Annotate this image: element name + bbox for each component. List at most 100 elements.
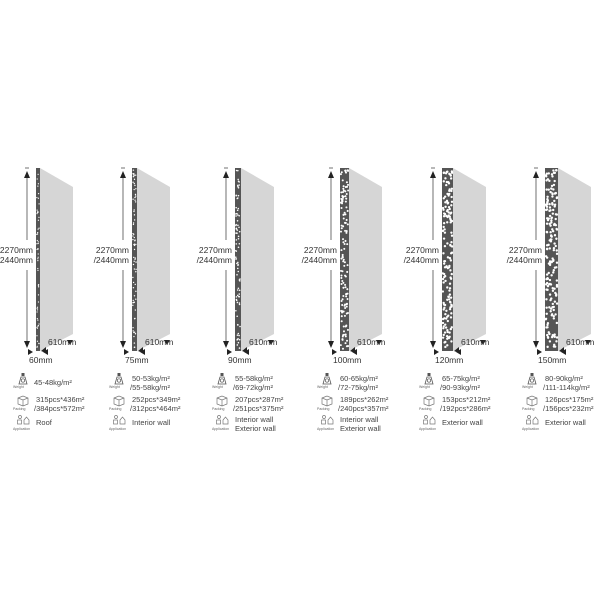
core-pore — [132, 327, 134, 329]
application-caption: Application — [317, 427, 335, 431]
core-pore — [555, 169, 558, 172]
core-pore — [133, 209, 135, 211]
core-pore — [135, 243, 137, 246]
core-pore — [548, 340, 552, 343]
core-pore — [339, 173, 342, 176]
packing-caption: Packing — [212, 407, 225, 411]
core-pore — [341, 338, 344, 341]
thickness-label: 150mm — [538, 355, 567, 365]
packing-caption: Packing — [13, 407, 26, 411]
core-pore — [555, 321, 559, 325]
core-pore — [38, 203, 40, 205]
core-pore — [237, 197, 239, 199]
core-pore — [441, 336, 445, 339]
core-pore — [443, 341, 446, 344]
core-pore — [347, 189, 350, 192]
arrow-icon — [480, 340, 486, 345]
core-pore — [134, 193, 137, 196]
core-pore — [238, 303, 241, 306]
core-pore — [551, 192, 554, 195]
core-pore — [549, 310, 552, 313]
core-pore — [342, 260, 345, 263]
core-pore — [545, 179, 548, 182]
core-pore — [344, 171, 348, 174]
core-pore — [341, 191, 344, 194]
height-label-alt: /2440mm — [403, 255, 439, 265]
core-pore — [133, 233, 135, 236]
core-pore — [133, 178, 136, 181]
core-pore — [553, 287, 556, 290]
core-pore — [340, 171, 343, 174]
core-pore — [442, 225, 445, 229]
core-pore — [237, 224, 239, 227]
core-pore — [449, 327, 452, 331]
core-pore — [133, 243, 135, 246]
core-pore — [448, 289, 451, 292]
thickness-label: 100mm — [333, 355, 362, 365]
packing-caption: Packing — [109, 407, 122, 411]
core-pore — [344, 303, 347, 306]
weight-value: 65-75kg/m² — [442, 374, 480, 383]
core-pore — [36, 340, 39, 342]
core-pore — [442, 197, 445, 200]
application-icon — [321, 415, 334, 425]
core-pore — [238, 293, 241, 295]
core-pore — [37, 192, 40, 195]
core-pore — [347, 345, 350, 348]
core-pore — [344, 200, 347, 203]
core-pore — [546, 284, 550, 288]
core-pore — [444, 201, 447, 204]
core-pore — [442, 281, 445, 284]
core-pore — [445, 183, 448, 187]
core-pore — [344, 286, 347, 289]
core-pore — [547, 283, 551, 286]
width-label: 610mm — [48, 337, 77, 347]
core-pore — [237, 238, 240, 240]
arrow-icon — [67, 340, 73, 345]
core-pore — [36, 326, 38, 328]
core-pore — [133, 346, 136, 348]
core-pore — [36, 209, 38, 211]
core-pore — [133, 175, 135, 177]
core-pore — [238, 242, 241, 245]
core-pore — [554, 291, 557, 295]
core-pore — [343, 314, 346, 317]
core-pore — [442, 237, 446, 240]
core-pore — [37, 173, 39, 175]
core-pore — [346, 264, 349, 267]
height-label: 2270mm — [95, 245, 129, 255]
weight-value: /55-58kg/m² — [130, 383, 171, 392]
core-pore — [344, 239, 347, 242]
core-pore — [553, 192, 557, 195]
core-pore — [550, 274, 553, 277]
core-pore — [545, 273, 549, 276]
core-pore — [236, 262, 238, 265]
core-pore — [449, 316, 453, 319]
core-pore — [238, 289, 241, 292]
core-pore — [339, 344, 342, 347]
core-pore — [344, 335, 347, 338]
core-pore — [237, 324, 239, 326]
panel-core — [545, 168, 558, 351]
core-pore — [442, 180, 445, 183]
core-pore — [342, 286, 345, 289]
height-label-alt: /2440mm — [93, 255, 129, 265]
core-pore — [443, 195, 447, 198]
core-pore — [445, 209, 449, 213]
core-pore — [446, 266, 450, 270]
core-pore — [546, 288, 549, 292]
weight-icon — [527, 373, 537, 385]
core-pore — [235, 249, 237, 252]
core-pore — [450, 251, 454, 254]
core-pore — [345, 197, 348, 200]
core-pore — [38, 323, 40, 325]
core-pore — [552, 305, 555, 309]
core-pore — [554, 313, 557, 316]
core-pore — [38, 342, 40, 344]
application-value: Exterior wall — [442, 418, 483, 427]
core-pore — [444, 323, 447, 326]
core-pore — [134, 283, 136, 286]
core-pore — [546, 323, 549, 327]
panel-2 — [120, 167, 170, 355]
